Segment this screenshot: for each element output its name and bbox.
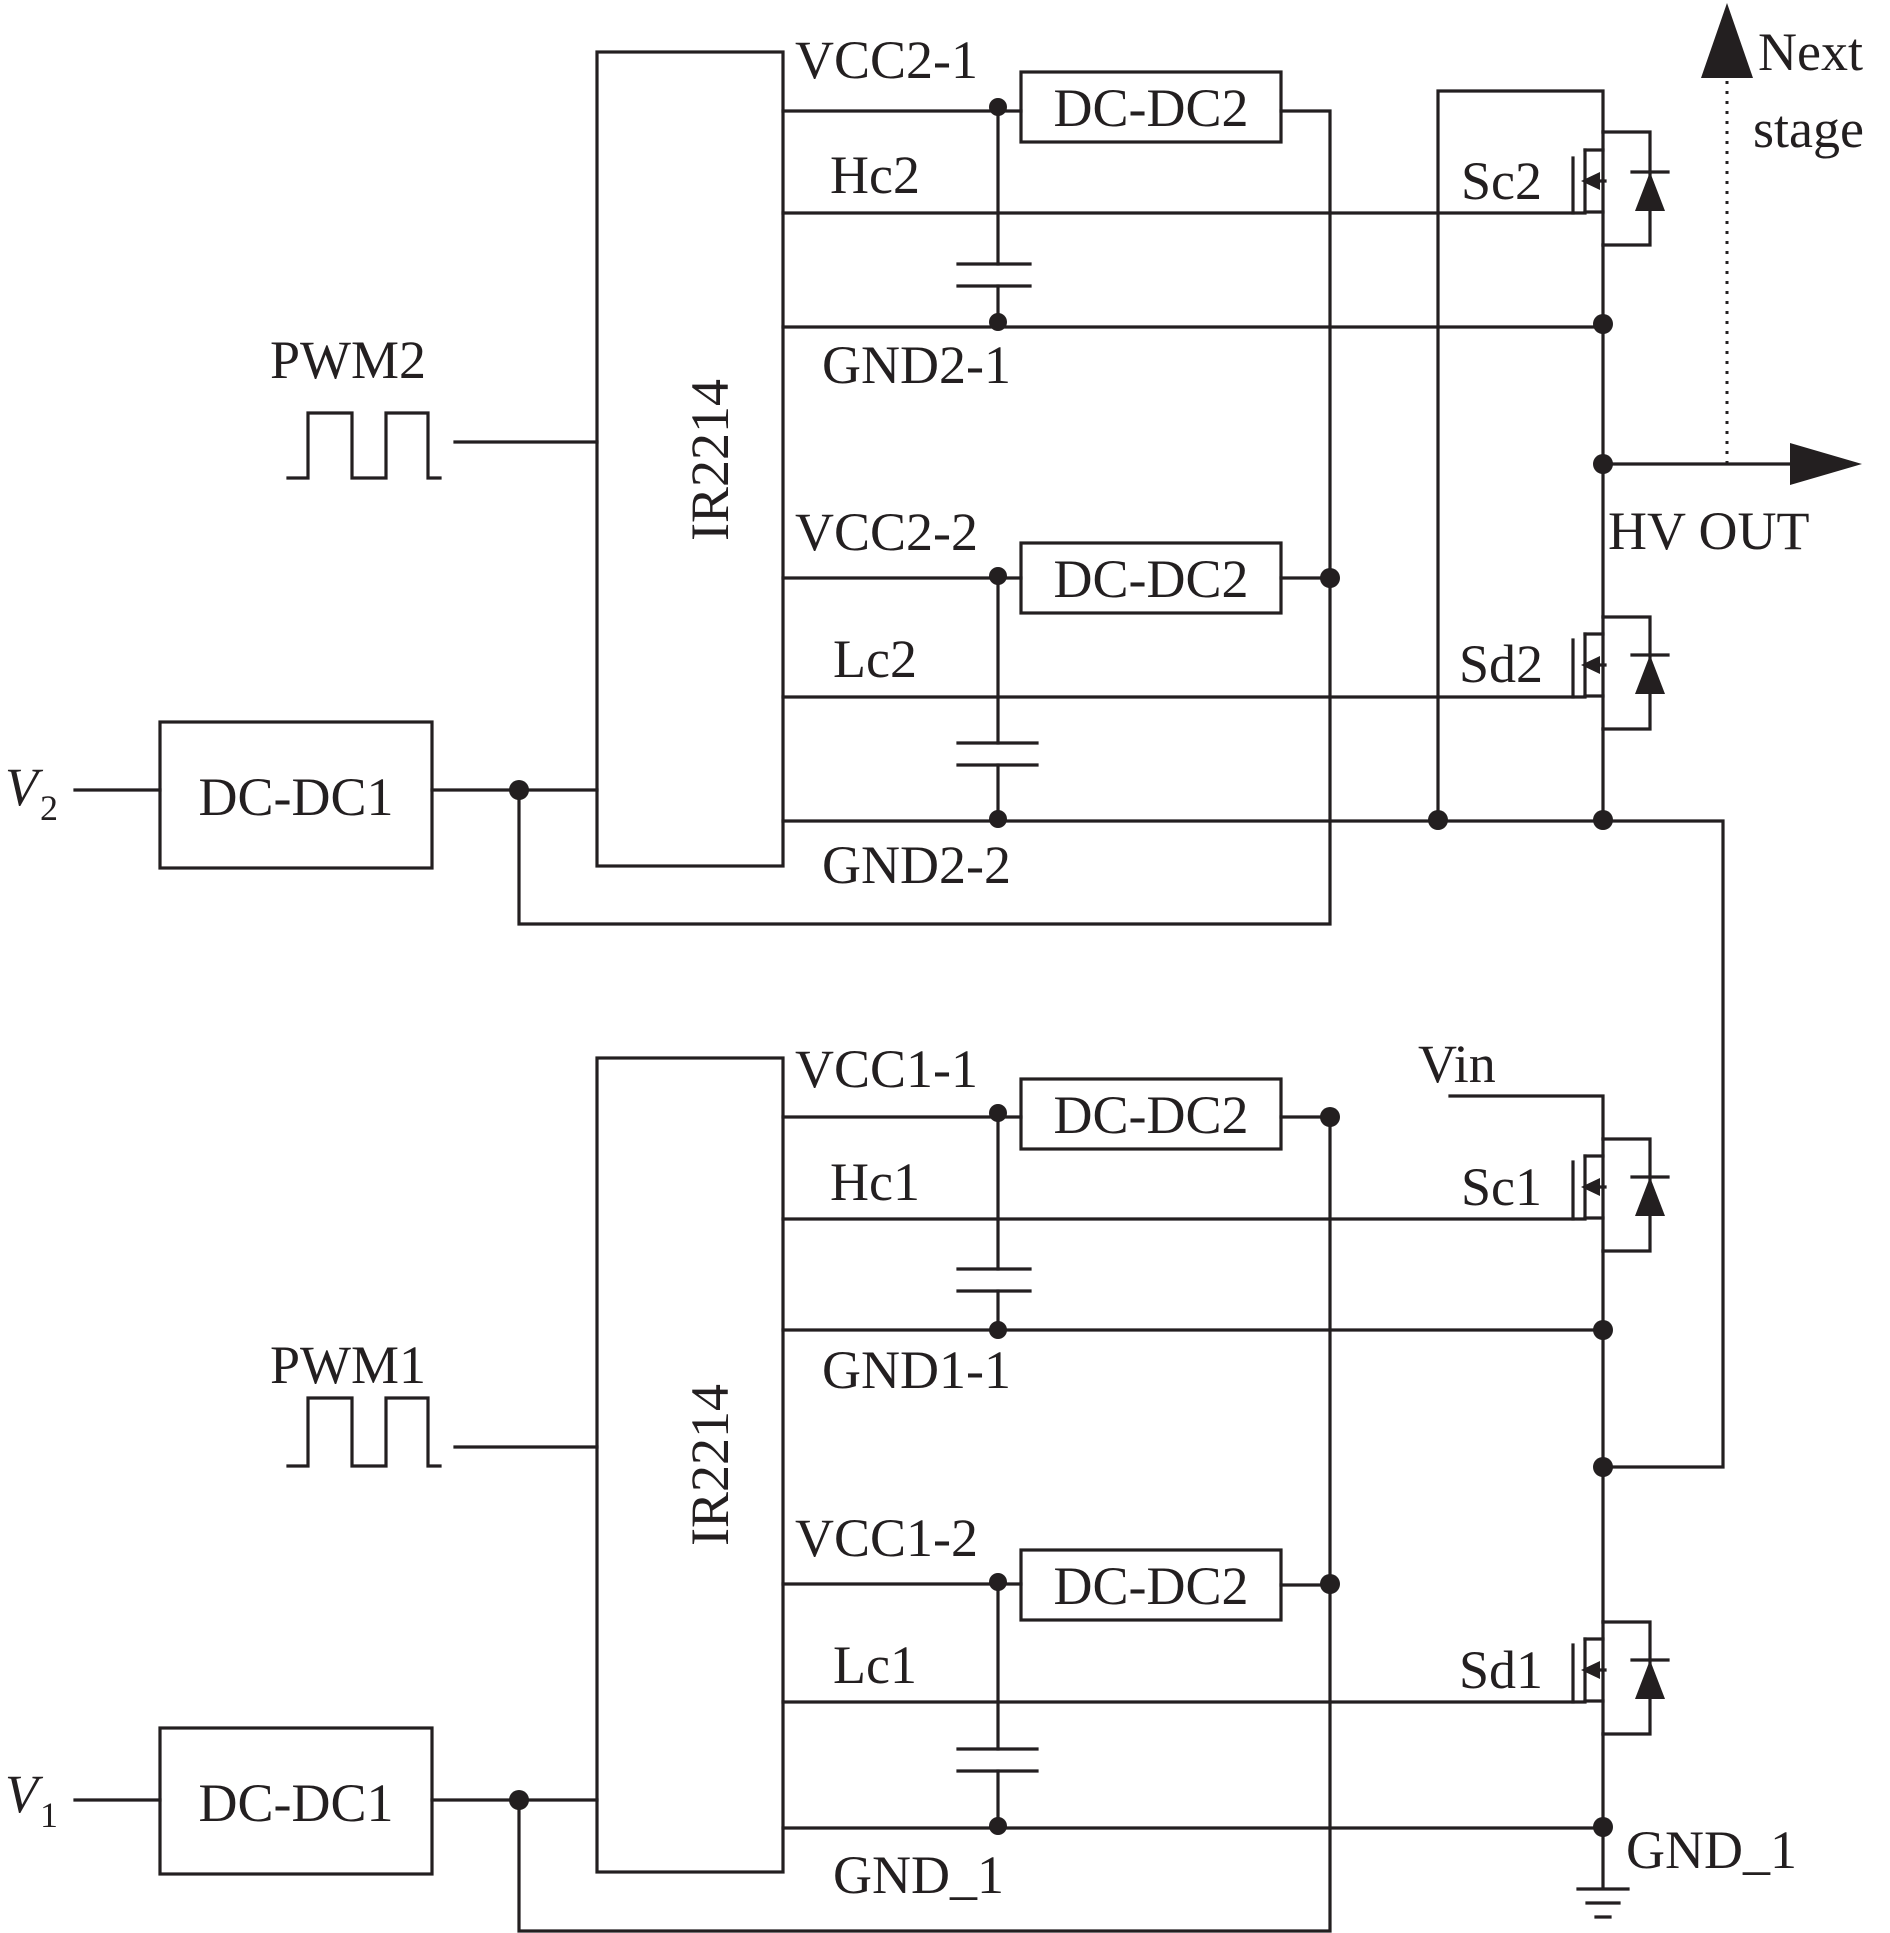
upper-wires bbox=[73, 89, 1792, 1469]
upper-junctions bbox=[509, 98, 1613, 830]
ground-icon bbox=[1576, 1887, 1630, 1919]
label-gnd1-1: GND1-1 bbox=[822, 1340, 1011, 1400]
label-hc2: Hc2 bbox=[830, 145, 920, 205]
upper-capacitor-bottom bbox=[956, 741, 1039, 767]
label-sd1: Sd1 bbox=[1459, 1640, 1543, 1700]
label-gnd-1-output: GND_1 bbox=[1626, 1820, 1797, 1880]
label-gnd2-1: GND2-1 bbox=[822, 335, 1011, 395]
mosfet-sc1 bbox=[1571, 1137, 1670, 1253]
lower-dcdc2-top-block bbox=[1019, 1077, 1283, 1151]
label-sc2: Sc2 bbox=[1461, 151, 1542, 211]
upper-dcdc1-block bbox=[158, 720, 434, 870]
label-lc1: Lc1 bbox=[833, 1635, 917, 1695]
upper-driver-block bbox=[595, 50, 785, 868]
upper-stage: IR2214 DC-DC2 DC-DC2 DC-DC1 bbox=[5, 3, 1864, 1469]
label-pwm1: PWM1 bbox=[270, 1335, 426, 1395]
lower-driver-label: IR2214 bbox=[680, 1384, 740, 1546]
pwm1-waveform bbox=[286, 1396, 442, 1468]
upper-dcdc2-top-block bbox=[1019, 70, 1283, 144]
label-vcc1-1: VCC1-1 bbox=[795, 1039, 978, 1099]
label-v1-subscript: 1 bbox=[40, 1795, 58, 1835]
lower-driver-block bbox=[595, 1056, 785, 1874]
label-lc2: Lc2 bbox=[833, 629, 917, 689]
label-gnd2-2: GND2-2 bbox=[822, 835, 1011, 895]
label-pwm2: PWM2 bbox=[270, 330, 426, 390]
hv-out-arrowhead bbox=[1790, 443, 1862, 485]
lower-stage: IR2214 DC-DC2 DC-DC2 DC-DC1 bbox=[5, 1034, 1797, 1933]
label-v1: V bbox=[5, 1764, 44, 1824]
upper-driver-label: IR2214 bbox=[680, 379, 740, 541]
lower-dcdc1-label: DC-DC1 bbox=[198, 1773, 393, 1833]
lower-junctions bbox=[509, 1104, 1613, 1837]
label-v2-subscript: 2 bbox=[40, 788, 58, 828]
label-vin: Vin bbox=[1418, 1034, 1496, 1094]
label-v2: V bbox=[5, 757, 44, 817]
label-vcc2-1: VCC2-1 bbox=[795, 30, 978, 90]
lower-dcdc2-top-label: DC-DC2 bbox=[1053, 1085, 1248, 1145]
upper-dcdc2-bottom-label: DC-DC2 bbox=[1053, 549, 1248, 609]
label-vcc1-2: VCC1-2 bbox=[795, 1508, 978, 1568]
mosfet-sd2 bbox=[1571, 615, 1670, 731]
mosfet-sc2 bbox=[1571, 130, 1670, 247]
next-stage-arrowhead bbox=[1701, 3, 1753, 78]
upper-dcdc1-label: DC-DC1 bbox=[198, 767, 393, 827]
label-next-stage-line2: stage bbox=[1753, 99, 1864, 159]
label-gnd-1-driver: GND_1 bbox=[833, 1845, 1004, 1905]
upper-dcdc2-top-label: DC-DC2 bbox=[1053, 78, 1248, 138]
mosfet-sd1 bbox=[1571, 1620, 1670, 1736]
label-sd2: Sd2 bbox=[1459, 634, 1543, 694]
label-hv-out: HV OUT bbox=[1608, 501, 1810, 561]
upper-capacitor-top bbox=[956, 262, 1032, 288]
label-vcc2-2: VCC2-2 bbox=[795, 502, 978, 562]
lower-capacitor-top bbox=[956, 1267, 1032, 1293]
lower-capacitor-bottom bbox=[956, 1747, 1039, 1773]
pwm2-waveform bbox=[286, 411, 442, 480]
label-sc1: Sc1 bbox=[1461, 1157, 1542, 1217]
lower-wires bbox=[73, 1094, 1605, 1933]
lower-dcdc2-bottom-label: DC-DC2 bbox=[1053, 1556, 1248, 1616]
label-next-stage-line1: Next bbox=[1758, 22, 1863, 82]
label-hc1: Hc1 bbox=[830, 1152, 920, 1212]
